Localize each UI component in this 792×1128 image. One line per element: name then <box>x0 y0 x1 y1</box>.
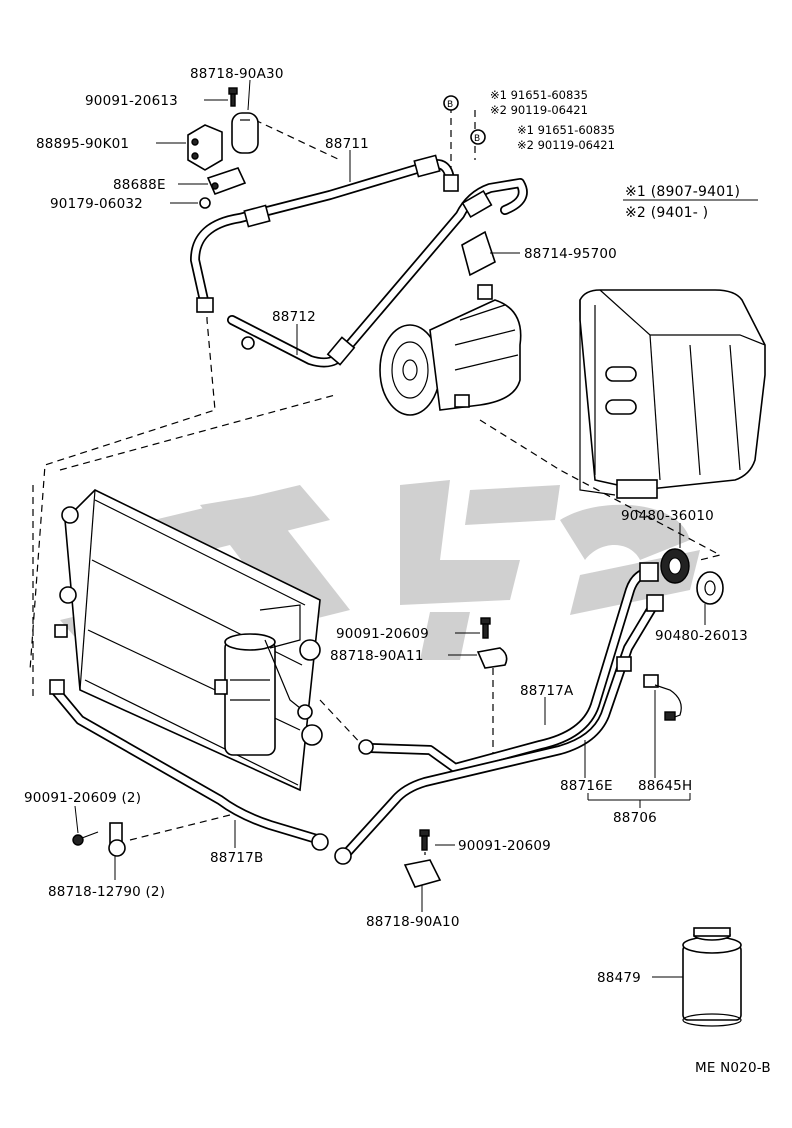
label-88716E: 88716E <box>560 778 613 794</box>
bolt-note-b2-marker: B <box>474 134 480 144</box>
hose-88712 <box>227 178 528 368</box>
label-88718-90A30: 88718-90A30 <box>190 66 284 82</box>
discharge-pipe-88717A <box>358 562 659 773</box>
bolt-marker-b2 <box>470 129 486 145</box>
bolt-note-b2-line2: ※2 90119-06421 <box>517 138 615 152</box>
label-88479: 88479 <box>597 970 641 986</box>
bolt-note-b1: B ※1 91651-60835 ※2 90119-06421 <box>447 88 588 117</box>
label-88645H: 88645H <box>638 778 692 794</box>
label-90091-20613: 90091-20613 <box>85 93 178 109</box>
bolt-90091-20613 <box>228 87 238 107</box>
label-88895-90K01: 88895-90K01 <box>36 136 129 152</box>
clamp-88688E <box>206 167 247 196</box>
label-88688E: 88688E <box>113 177 166 193</box>
label-88718-12790-2: 88718-12790 (2) <box>48 884 165 900</box>
bolt-90091-20609-b <box>419 829 430 851</box>
label-90179-06032: 90179-06032 <box>50 196 143 212</box>
label-88714-95700: 88714-95700 <box>524 246 617 262</box>
legend-note-1: ※1 (8907-9401) <box>625 184 740 200</box>
label-88718-90A11: 88718-90A11 <box>330 648 424 664</box>
bracket-88895-90K01 <box>187 124 223 171</box>
clamp-88718-90A11 <box>476 647 508 669</box>
label-90480-36010: 90480-36010 <box>621 508 714 524</box>
label-88717A: 88717A <box>520 683 574 699</box>
clamp-88718-90A10 <box>403 859 442 888</box>
bolt-marker-b1 <box>443 95 459 111</box>
clamp-88718-12790-2 <box>108 822 126 857</box>
label-90480-26013: 90480-26013 <box>655 628 748 644</box>
clamp-88718-90A30 <box>231 112 259 154</box>
condenser <box>54 489 323 792</box>
bolt-note-b1-line2: ※2 90119-06421 <box>490 103 588 117</box>
legend-note-2: ※2 (9401- ) <box>625 205 708 221</box>
hose-88711 <box>190 154 459 313</box>
refrigerant-can-88479 <box>682 927 742 1027</box>
bolt-note-b1-marker: B <box>447 100 453 110</box>
leader-lines <box>74 79 706 978</box>
compressor <box>379 284 522 416</box>
label-88706: 88706 <box>613 810 657 826</box>
date-legend: ※1 (8907-9401) ※2 (9401- ) <box>623 184 758 221</box>
label-90091-20609-b: 90091-20609 <box>458 838 551 854</box>
grommet-90480-36010 <box>660 548 690 584</box>
label-88718-90A10: 88718-90A10 <box>366 914 460 930</box>
grommet-90480-26013 <box>696 571 724 605</box>
suction-pipe-88716E <box>334 594 664 865</box>
label-88712: 88712 <box>272 309 316 325</box>
bolt-90091-20609-a <box>480 617 491 639</box>
bolt-note-b2-line1: ※1 91651-60835 <box>517 123 615 137</box>
liquid-pipe-88717B <box>49 679 329 851</box>
seal-88714-95700 <box>461 230 496 277</box>
page-code: ME N020-B <box>695 1060 771 1076</box>
label-90091-20609-a: 90091-20609 <box>336 626 429 642</box>
o-ring-90179-06032 <box>199 197 211 209</box>
part-labels: 88718-90A30 90091-20613 88895-90K01 8868… <box>24 66 748 986</box>
bolt-note-b1-line1: ※1 91651-60835 <box>490 88 588 102</box>
bolt-note-b2: B ※1 91651-60835 ※2 90119-06421 <box>474 123 615 152</box>
bolt-90091-20609-2 <box>72 831 99 846</box>
label-88711: 88711 <box>325 136 369 152</box>
label-90091-20609-2: 90091-20609 (2) <box>24 790 141 806</box>
label-88717B: 88717B <box>210 850 263 866</box>
cooling-unit <box>579 289 766 499</box>
switch-88645H <box>643 674 682 721</box>
